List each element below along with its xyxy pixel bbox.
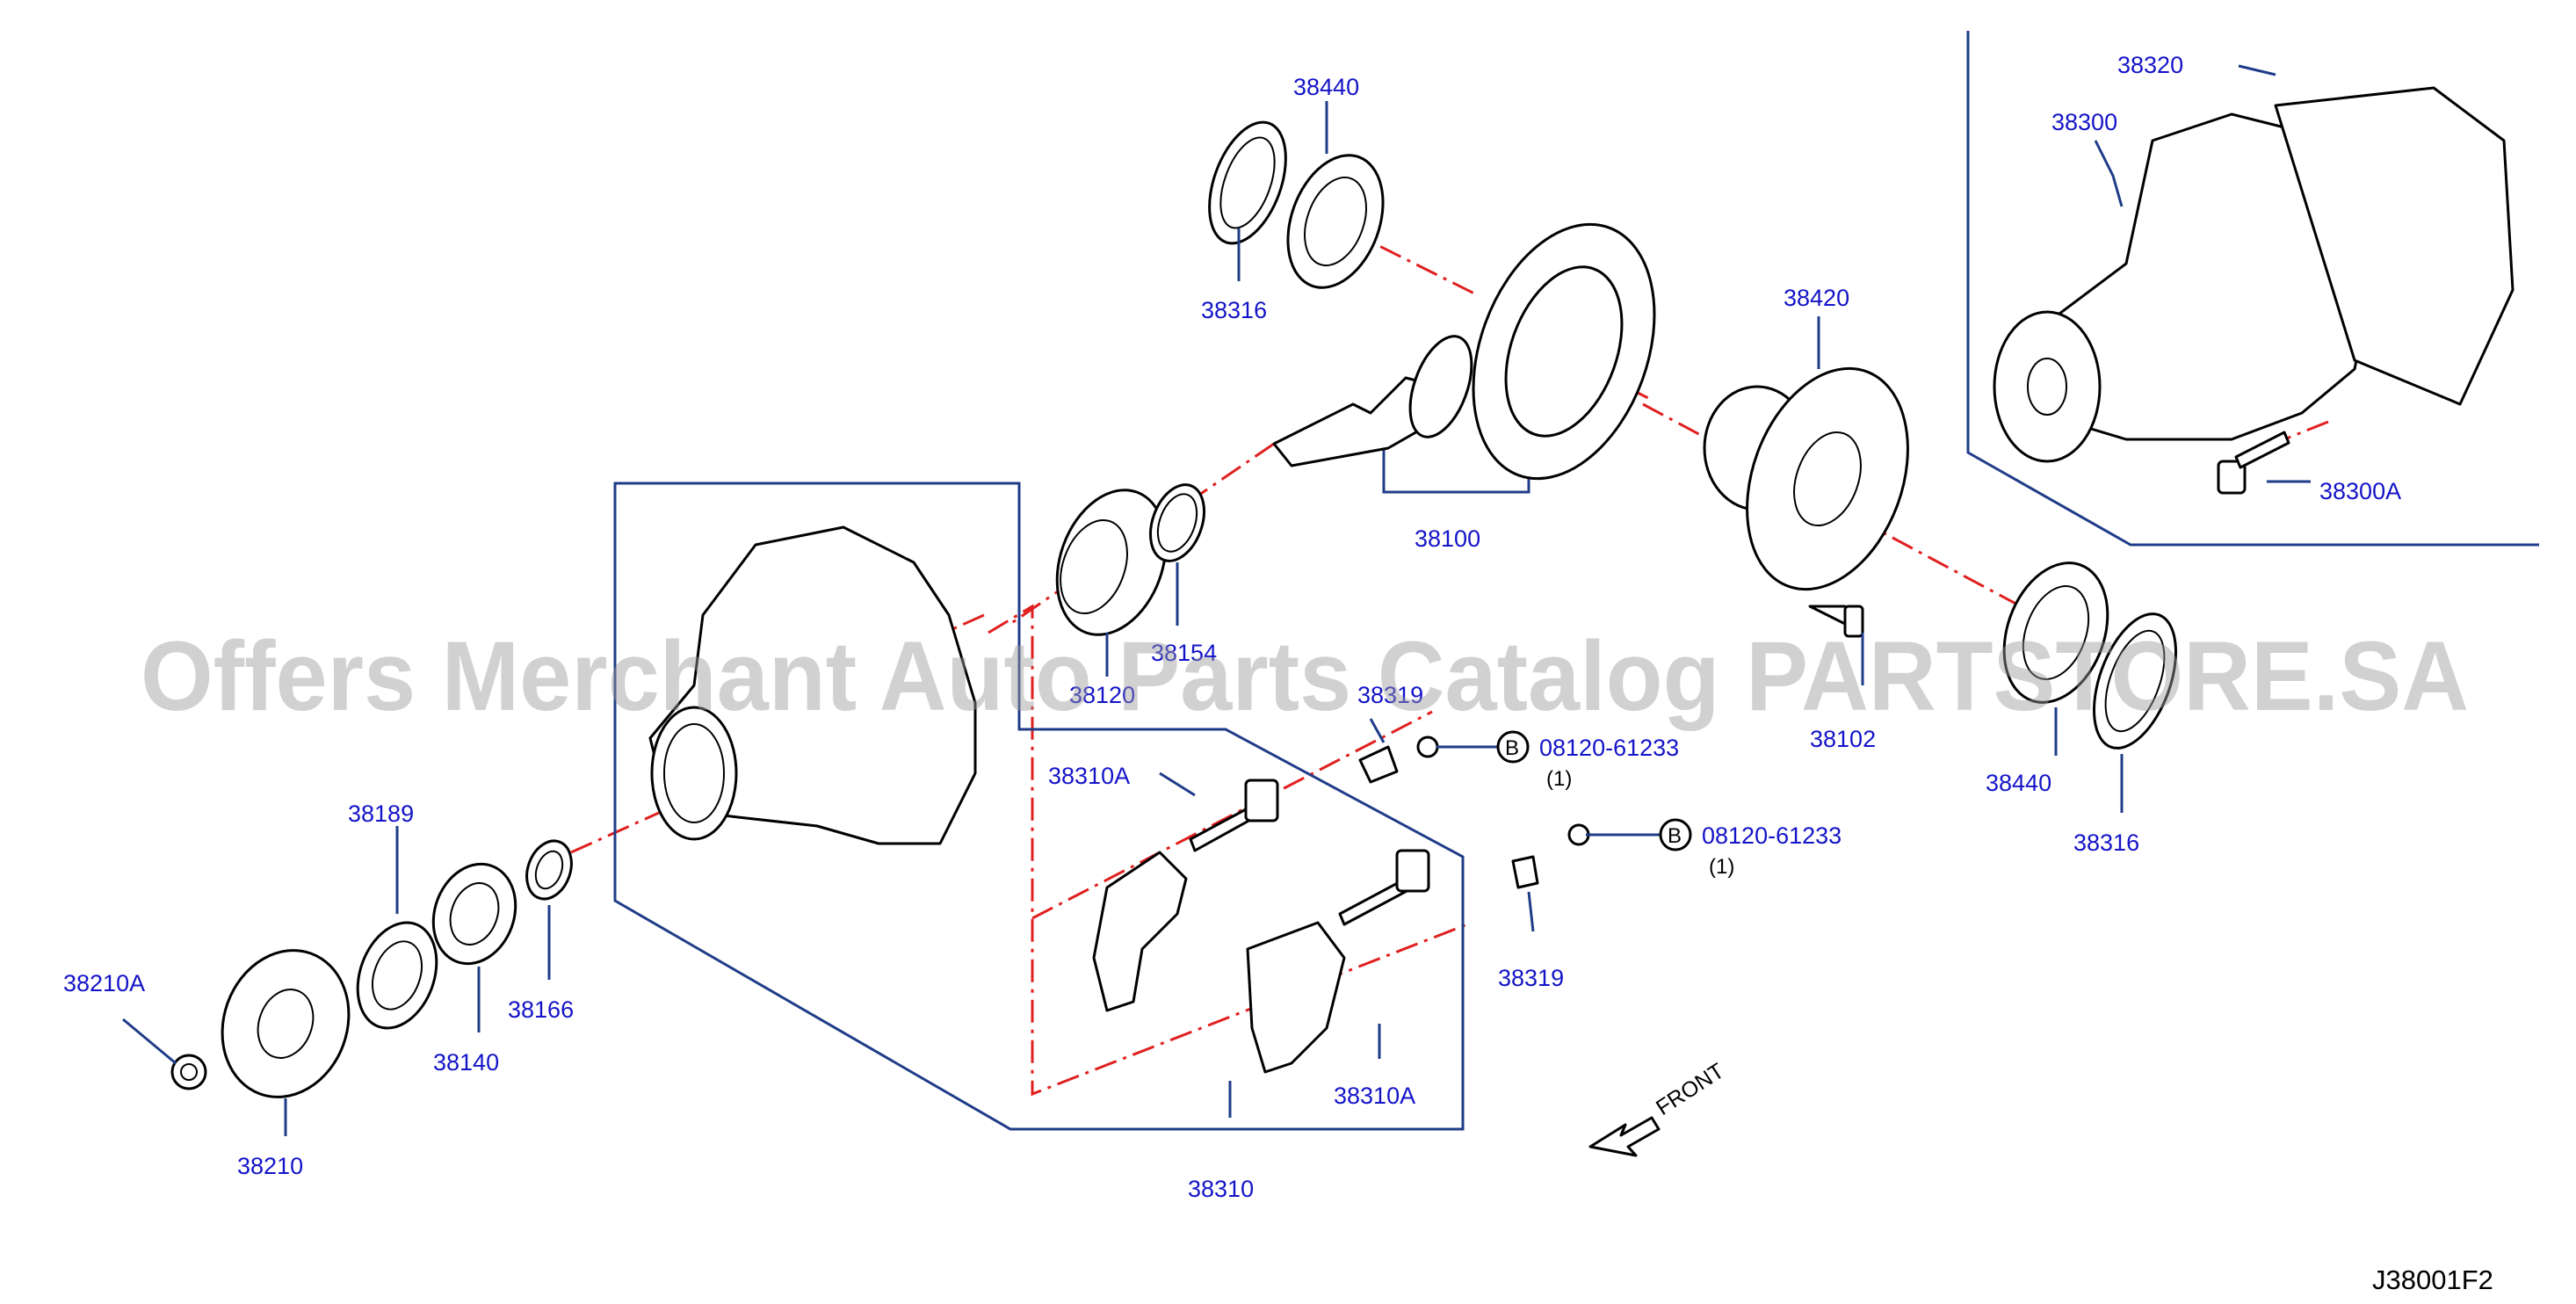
- bracket-38319-lower: [1511, 823, 1590, 889]
- label-38440-right: 38440: [1986, 770, 2051, 796]
- bolt-38310A-upper: [1189, 779, 1279, 852]
- label-38100: 38100: [1415, 525, 1480, 552]
- bolt-38102: [1808, 605, 1864, 638]
- callout-quantity: (1): [1546, 767, 1572, 791]
- front-label: FRONT: [1652, 1059, 1728, 1120]
- label-38300A: 38300A: [2319, 478, 2401, 504]
- bearing-38440-top: [1286, 154, 1385, 289]
- gear-carrier-38310: [648, 525, 977, 845]
- bolt-38310A-lower: [1338, 849, 1430, 926]
- collapsible-spacer-38166: [525, 839, 573, 901]
- oil-seal-38316-right: [2093, 612, 2177, 750]
- label-38310A-bottom: 38310A: [1334, 1083, 1415, 1109]
- label-38189: 38189: [348, 801, 414, 827]
- gasket-38320: [2274, 86, 2514, 406]
- oil-seal-38189: [356, 921, 438, 1030]
- companion-flange-38210: [221, 949, 351, 1098]
- bolt-38300A: [2217, 431, 2290, 495]
- diff-case-38420: [1703, 366, 1909, 591]
- part-labels: 38440 38316 38420 38100 38320 38300 3830…: [63, 52, 2401, 1202]
- label-38316-right: 38316: [2073, 829, 2139, 856]
- label-38310: 38310: [1188, 1176, 1254, 1202]
- diff-assembly-38300: [1993, 112, 2374, 463]
- label-38154: 38154: [1151, 640, 1217, 666]
- bearing-38140: [431, 862, 517, 966]
- label-38210A: 38210A: [63, 970, 145, 996]
- callout-quantity: (1): [1709, 855, 1734, 879]
- bearing-38120: [1055, 489, 1168, 636]
- label-38420: 38420: [1784, 285, 1849, 311]
- bearing-cap-upper: [1092, 851, 1188, 1012]
- label-38120: 38120: [1069, 682, 1135, 708]
- label-38320: 38320: [2117, 52, 2183, 78]
- front-arrow-icon: [1588, 1116, 1661, 1157]
- bracket-38319-upper: [1358, 735, 1439, 784]
- callout-marker: B: [1505, 736, 1519, 760]
- label-38440-top: 38440: [1293, 74, 1359, 100]
- label-38310A-top: 38310A: [1048, 763, 1130, 789]
- oil-seal-38316-top: [1208, 120, 1287, 245]
- label-38300: 38300: [2051, 109, 2117, 135]
- label-38316-top: 38316: [1201, 297, 1267, 323]
- label-38102: 38102: [1810, 726, 1876, 752]
- label-38319-bottom: 38319: [1498, 965, 1564, 991]
- label-38166: 38166: [508, 996, 574, 1023]
- diagram-code: J38001F2: [2372, 1264, 2493, 1295]
- bolt-callout-2: B 08120-61233 (1): [1659, 818, 1842, 879]
- watermark: Offers Merchant Auto Parts Catalog PARTS…: [141, 621, 2469, 731]
- ring-gear-38100: [1472, 222, 1656, 481]
- label-38140: 38140: [433, 1049, 499, 1076]
- bolt-callout-1: B 08120-61233 (1): [1496, 730, 1679, 791]
- label-leaders: [122, 64, 2311, 1136]
- callout-part-number: 08120-61233: [1539, 735, 1679, 761]
- nut-38210A: [170, 1054, 207, 1090]
- spacer-38154: [1149, 483, 1205, 562]
- callout-part-number: 08120-61233: [1702, 822, 1842, 849]
- bearing-cap-lower: [1246, 921, 1346, 1074]
- bearing-38440-right: [2002, 561, 2109, 704]
- drive-pinion-38100: [1272, 335, 1473, 467]
- label-38319-top: 38319: [1357, 682, 1423, 708]
- label-38210: 38210: [237, 1153, 303, 1179]
- callout-marker: B: [1668, 824, 1682, 848]
